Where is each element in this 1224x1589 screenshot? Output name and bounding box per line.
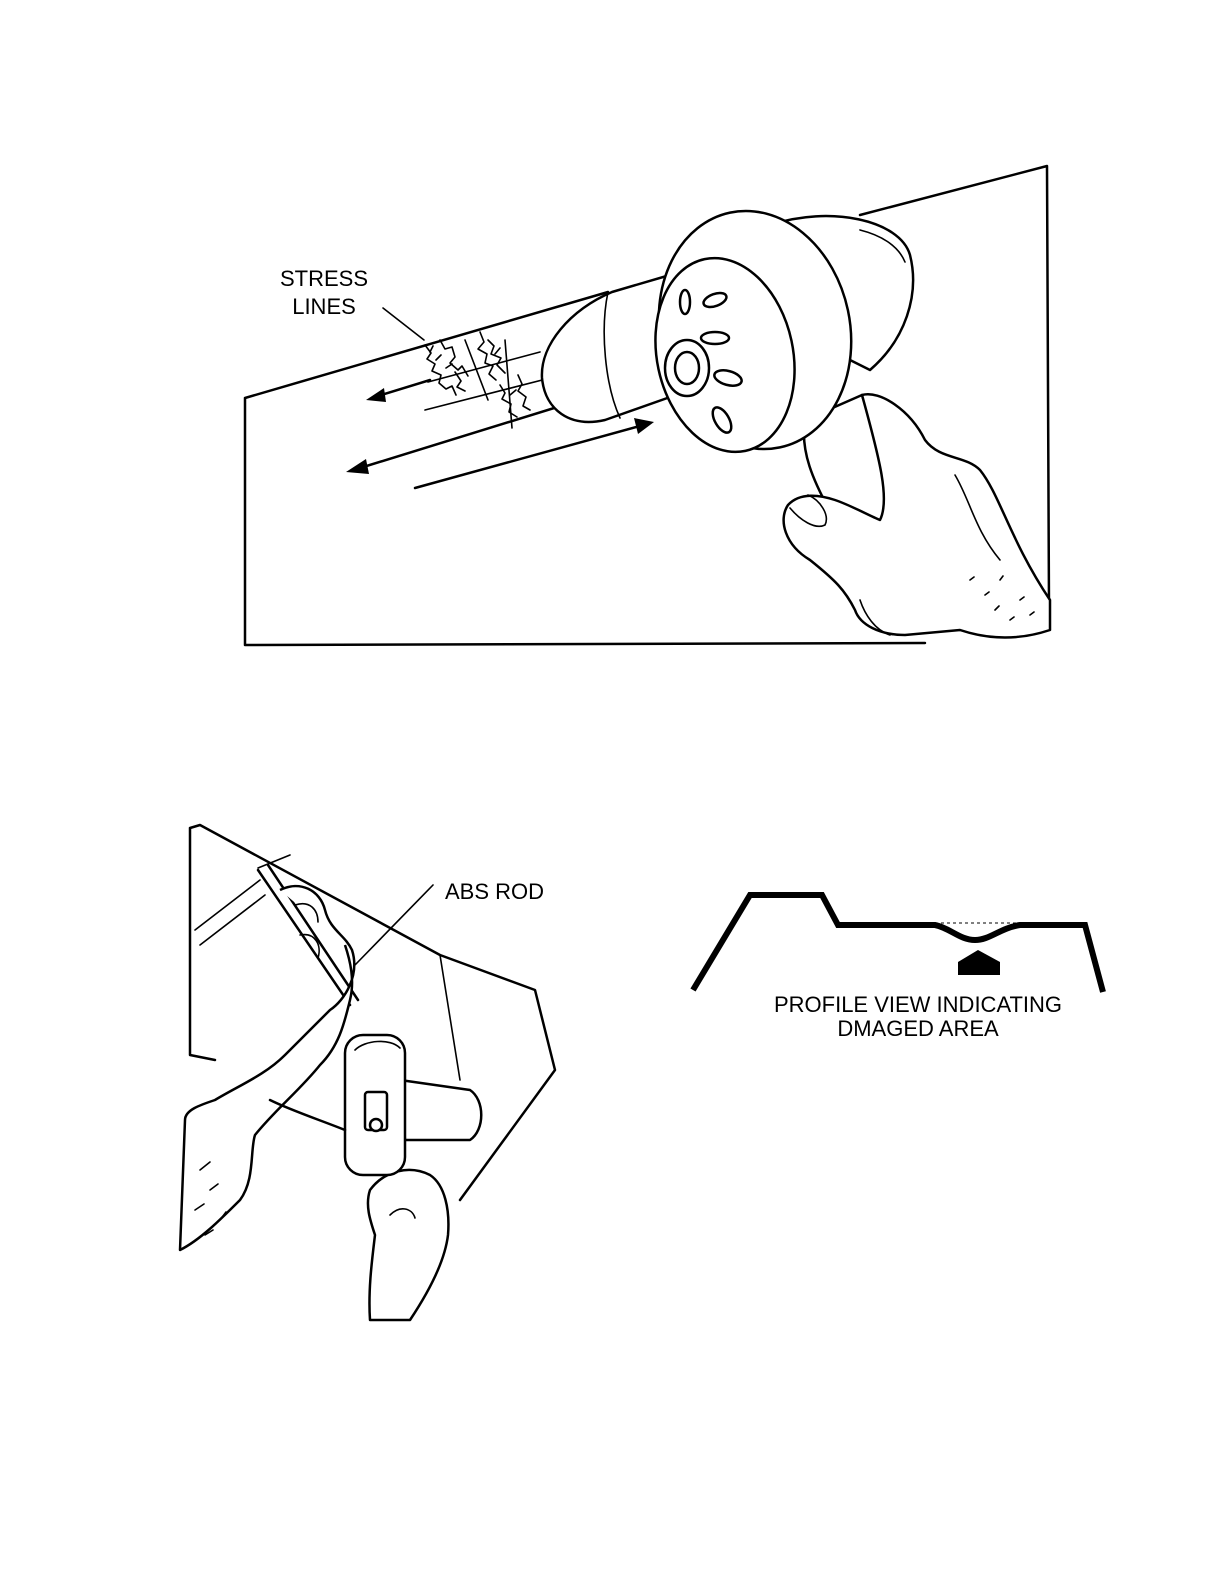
stress-lines-leader xyxy=(383,308,424,340)
heat-gun-panel-illustration: STRESS LINES xyxy=(245,166,1050,645)
panel-profile-line xyxy=(693,895,1103,992)
profile-caption-line2: DMAGED AREA xyxy=(837,1016,999,1041)
stress-line-marks xyxy=(425,332,550,428)
profile-caption-line1: PROFILE VIEW INDICATING xyxy=(774,992,1062,1017)
abs-rod-welding-illustration: ABS ROD xyxy=(180,825,555,1320)
right-hand xyxy=(368,1170,448,1320)
stress-lines-label-line1: STRESS xyxy=(280,266,368,291)
abs-rod-leader xyxy=(355,885,433,965)
abs-rod-label: ABS ROD xyxy=(445,879,544,904)
profile-view-diagram: PROFILE VIEW INDICATING DMAGED AREA xyxy=(693,895,1103,1041)
damage-indicator-arrow xyxy=(958,950,1000,975)
stress-lines-label-line2: LINES xyxy=(292,294,356,319)
heat-gun xyxy=(542,193,1050,638)
